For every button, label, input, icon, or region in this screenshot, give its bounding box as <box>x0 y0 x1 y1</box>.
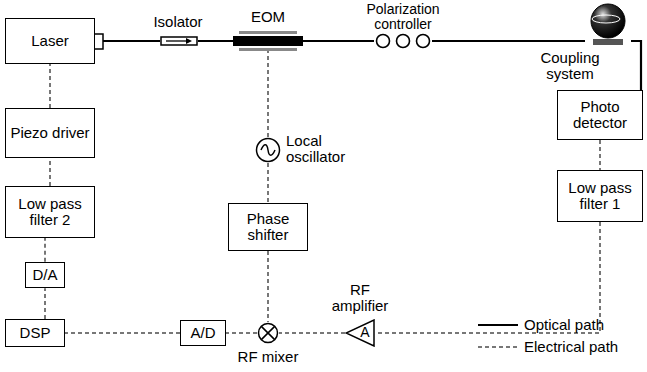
legend-label: Electrical path <box>524 339 618 356</box>
symbol-label: Coupling system <box>532 50 608 82</box>
electrical-wire <box>44 288 46 319</box>
symbol-inner-label: A <box>357 325 373 340</box>
legend-line <box>478 324 518 326</box>
coupling-system: Coupling system <box>532 2 631 82</box>
symbol-label: RF amplifier <box>324 282 396 314</box>
isolator-shape <box>160 36 198 46</box>
pol-symbol <box>374 33 432 49</box>
amp-shape: A <box>345 319 375 347</box>
box-label: A/D <box>190 325 215 342</box>
electrical-wire <box>267 51 269 137</box>
symbol-label: Polarization controller <box>355 2 451 31</box>
pol-shape <box>374 33 432 49</box>
isolator-symbol: Isolator <box>143 14 213 46</box>
legend: Optical pathElectrical path <box>478 314 643 358</box>
optical-fiber <box>631 41 641 90</box>
sphere-symbol <box>585 2 631 48</box>
laser-box: Laser <box>5 18 95 64</box>
mixer-symbol <box>257 322 279 344</box>
optical-fiber <box>198 40 233 42</box>
sphere-shape <box>585 2 631 48</box>
filter-box: Low pass filter 2 <box>5 186 95 238</box>
legend-row: Optical path <box>478 314 643 336</box>
processor-box: DSP <box>5 319 65 347</box>
box-label: Laser <box>31 33 69 50</box>
box-label: Photo detector <box>562 99 638 132</box>
rf-amplifier: A RF amplifier <box>324 282 396 347</box>
box-label: Phase shifter <box>233 211 303 244</box>
legend-label: Optical path <box>524 317 604 334</box>
rf-mixer: RF mixer <box>233 322 303 365</box>
mixer-shape <box>257 322 279 344</box>
box-label: Low pass filter 1 <box>562 180 638 213</box>
converter-box: A/D <box>180 320 226 347</box>
legend-row: Electrical path <box>478 336 643 358</box>
electrical-line-sample <box>478 342 518 352</box>
electrical-wire <box>599 140 601 170</box>
optical-fiber <box>303 40 374 42</box>
converter-box: D/A <box>25 262 65 289</box>
electrical-wire <box>65 332 180 334</box>
electrical-wire <box>267 251 269 322</box>
process-box: Piezo driver <box>5 108 95 158</box>
osc-shape <box>255 137 281 163</box>
symbol-label: RF mixer <box>233 349 303 365</box>
symbol-label: Isolator <box>143 14 213 30</box>
optical-line-sample <box>478 320 518 330</box>
laser-output-port <box>94 34 103 49</box>
local-oscillator: Local oscillator <box>255 133 362 165</box>
isolator-symbol <box>160 36 198 46</box>
amp-symbol <box>345 319 375 347</box>
symbol-label: Local oscillator <box>286 133 362 165</box>
box-label: D/A <box>32 267 57 284</box>
eom-shape <box>233 31 303 51</box>
electrical-wire <box>49 64 51 108</box>
optical-fiber <box>432 40 585 42</box>
process-box: Phase shifter <box>228 203 308 251</box>
electrical-wire <box>226 332 257 334</box>
optical-fiber <box>95 40 160 42</box>
electrical-wire <box>267 163 269 203</box>
filter-box: Low pass filter 1 <box>557 170 643 222</box>
osc-symbol <box>255 137 281 163</box>
polarization-controller: Polarization controller <box>355 2 451 49</box>
legend-line <box>478 346 518 348</box>
box-label: Piezo driver <box>10 125 89 142</box>
electrical-wire <box>279 332 345 334</box>
eom-symbol <box>233 31 303 51</box>
box-label: Low pass filter 2 <box>10 196 90 229</box>
box-label: DSP <box>20 325 51 342</box>
electrical-wire <box>49 158 51 186</box>
symbol-label: EOM <box>233 9 303 25</box>
process-box: Photo detector <box>557 90 643 140</box>
electrical-wire <box>44 238 46 262</box>
eom-modulator: EOM <box>233 9 303 51</box>
